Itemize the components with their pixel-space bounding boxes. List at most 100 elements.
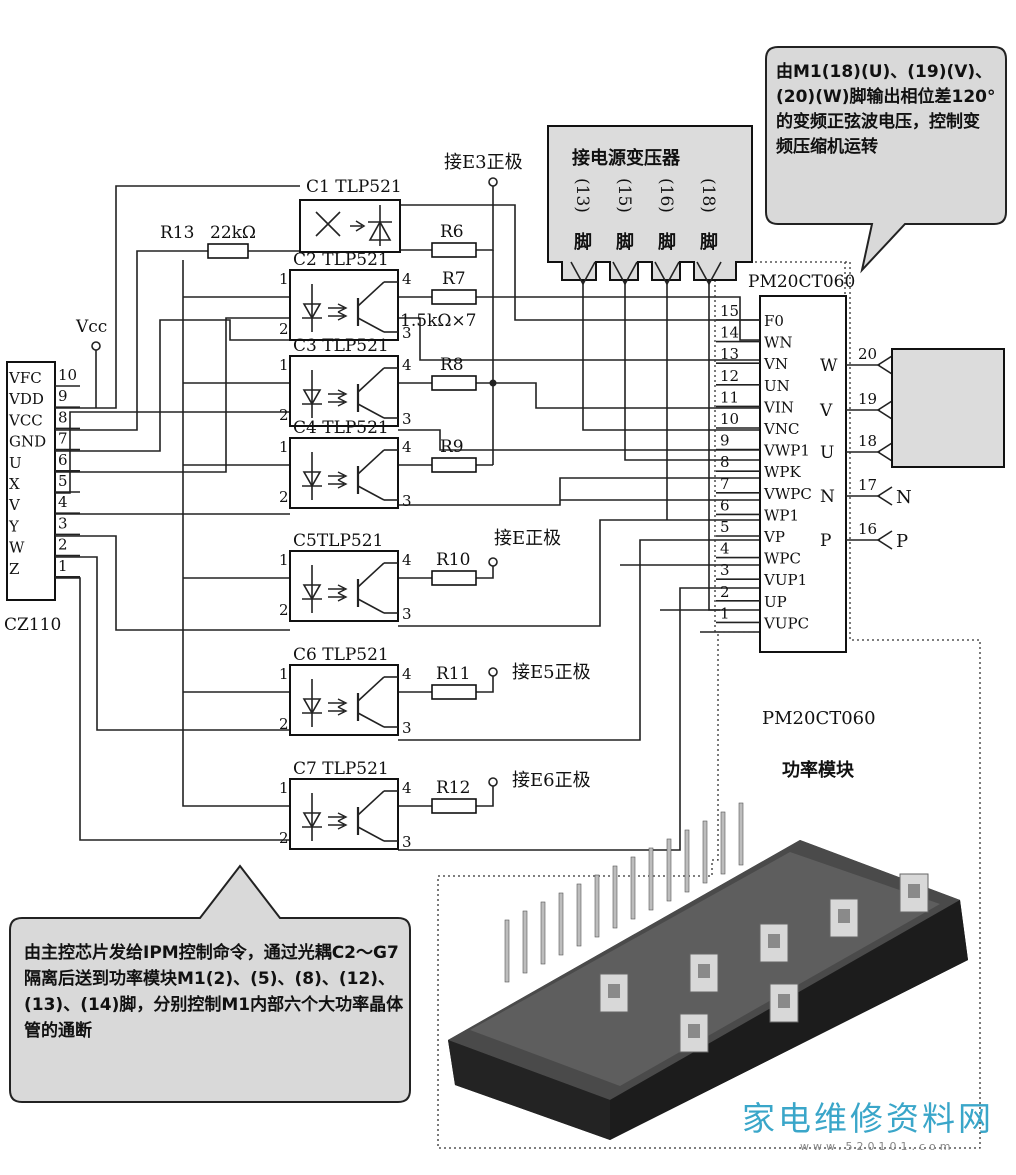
transformer-pin: (18)脚 [696, 178, 722, 286]
module-pin-number: 2 [720, 583, 730, 601]
connector-pin-label: Y [8, 517, 20, 535]
wiring [55, 177, 981, 1149]
connector-pin-label: GND [9, 433, 46, 451]
callout-control-description: 由主控芯片发给IPM控制命令，通过光耦C2～G7隔离后送到功率模块M1(2)、(… [24, 943, 404, 1041]
connector-pin-label: W [9, 539, 25, 557]
module-right-pin-label: P [820, 531, 831, 551]
connector-pin-label: VDD [8, 390, 44, 408]
connector-pin-label: VFC [8, 369, 42, 387]
connector-pin-number: 5 [58, 472, 68, 490]
module-pin-number: 4 [720, 540, 730, 558]
transformer-pin: (13) 脚 [570, 178, 596, 286]
r12-label: R12 [436, 778, 470, 798]
callout-output-description: 由M1(18)(U)、(19)(V)、(20)(W)脚输出相位差120°的变频正… [776, 62, 996, 157]
opto-pin-1: 1 [279, 356, 289, 374]
connector-pin-number: 8 [58, 408, 68, 426]
module-pin-number: 8 [720, 453, 730, 471]
supply-e5-label: 接E5正极 [512, 662, 591, 683]
power-module-photo [448, 802, 968, 1140]
module-right-pin-number: 16 [858, 520, 877, 538]
resistor-r10 [431, 570, 477, 586]
vcc-terminal [91, 341, 101, 351]
opto-label: C3 TLP521 [293, 336, 389, 356]
transformer-pin: (15)脚 [612, 178, 638, 286]
module-pin-number: 12 [720, 367, 739, 385]
r7-label: R7 [442, 269, 466, 289]
opto-pin-3: 3 [402, 719, 412, 737]
opto-label: C7 TLP521 [293, 759, 389, 779]
opto-pin-3: 3 [402, 492, 412, 510]
module-pm20ct060-body [759, 295, 847, 653]
opto-pin-4: 4 [402, 356, 412, 374]
module-pin-label: UN [764, 377, 790, 395]
module-pin-label: VUP1 [763, 571, 807, 589]
module-pin-label: WPC [764, 550, 801, 568]
opto-pin-1: 1 [279, 665, 289, 683]
resistor-r7 [431, 289, 477, 305]
opto-pin-2: 2 [279, 829, 289, 847]
vcc-label: Vcc [75, 317, 107, 337]
transformer-pin-suffix: 脚 [574, 232, 592, 253]
module-pin-label: VN [763, 355, 788, 373]
transformer-pin-suffix: 脚 [658, 232, 676, 253]
transformer-title: 接电源变压器 [572, 147, 681, 169]
r13-value: 22kΩ [210, 223, 256, 243]
module-right-pin-label: N [820, 487, 835, 507]
supply-e3-label: 接E3正极 [444, 152, 523, 173]
resistor-r6 [431, 242, 477, 258]
module-right-pin-number: 17 [858, 476, 877, 494]
connector-pin-label: X [9, 475, 20, 493]
watermark-logo: 家电维修资料网 [742, 1099, 994, 1138]
module-pin-label: VNC [763, 420, 799, 438]
opto-pin-4: 4 [402, 551, 412, 569]
module-output-label: N [896, 487, 912, 508]
connector-pin-number: 2 [58, 536, 68, 554]
module-pin-number: 10 [720, 410, 739, 428]
photo-caption-model: PM20CT060 [762, 708, 876, 729]
callout-bottom-shape [9, 864, 411, 1103]
module-right-pin-label: W [820, 356, 838, 376]
connector-cz110-body [6, 361, 56, 601]
module-left-pins: 15F014WN13VN12UN11VIN10VNC9VWP18WPK7VWPC… [716, 302, 812, 632]
opto-pin-2: 2 [279, 320, 289, 338]
module-pin-label: VUPC [763, 614, 809, 632]
resistor-r11 [431, 684, 477, 700]
photo-caption-type: 功率模块 [782, 759, 855, 781]
module-pin-number: 11 [720, 388, 739, 406]
connector-pin-number: 10 [58, 366, 77, 384]
opto-label: C5TLP521 [293, 531, 383, 551]
transformer-block: 接电源变压器 (13) 脚 (15)脚 (16)脚 (18)脚 [547, 125, 753, 286]
module-right-pin-number: 19 [858, 390, 877, 408]
opto-pin-2: 2 [279, 488, 289, 506]
connector-pin-label: V [8, 496, 21, 514]
resistor-r8 [431, 375, 477, 391]
r9-label: R9 [440, 437, 464, 457]
opto-pin-1: 1 [279, 551, 289, 569]
connector-pin-number: 6 [58, 451, 68, 469]
resistor-group: R6 R7 1.5kΩ×7 R8 R9 R10 R11 R12 [400, 222, 477, 814]
transformer-pin: (16)脚 [654, 178, 680, 286]
opto-pin-4: 4 [402, 779, 412, 797]
connector-pin-number: 4 [58, 493, 68, 511]
opto-c1-label: C1 TLP521 [306, 177, 402, 197]
optocoupler-c1: C1 TLP521 [299, 177, 402, 253]
module-pin-label: VP [763, 528, 785, 546]
module-name: PM20CT060 [748, 272, 855, 292]
supply-e6-label: 接E6正极 [512, 770, 591, 791]
module-pin-number: 1 [720, 604, 730, 622]
connector-name: CZ110 [4, 615, 61, 635]
module-pin-number: 3 [720, 561, 730, 579]
connector-pin-label: VCC [8, 411, 43, 429]
connector-pin-number: 3 [58, 514, 68, 532]
r13-name: R13 [160, 223, 194, 243]
transformer-pin-number: (13) [572, 178, 592, 213]
module-pin-number: 13 [720, 345, 739, 363]
opto-label: C4 TLP521 [293, 418, 389, 438]
